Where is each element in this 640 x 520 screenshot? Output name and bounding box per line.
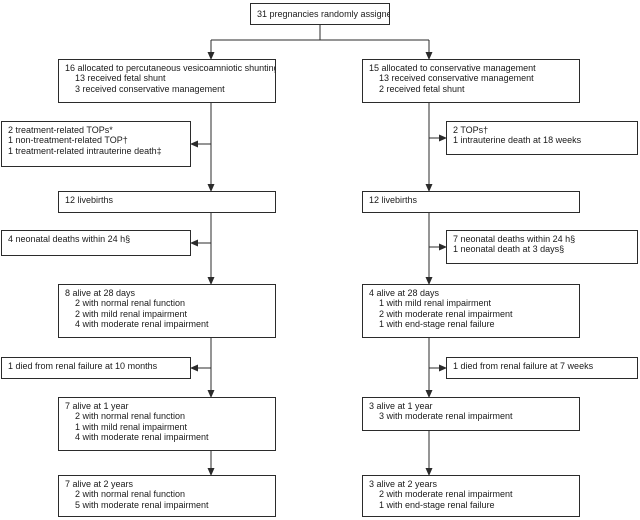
left-year1-line-1: 2 with normal renal function bbox=[75, 411, 186, 422]
left-allocation-line-1: 13 received fetal shunt bbox=[75, 73, 166, 84]
left-exclusion-1-line-3: 1 treatment-related intrauterine death‡ bbox=[8, 145, 162, 156]
right-allocation-line-1: 13 received conservative management bbox=[379, 73, 534, 84]
left-exclusion-1-line-1: 2 treatment-related TOPs* bbox=[8, 125, 113, 135]
right-year2-box: 3 alive at 2 years 2 with moderate renal… bbox=[362, 475, 580, 517]
left-year1-box: 7 alive at 1 year 2 with normal renal fu… bbox=[58, 397, 276, 451]
left-year2-title: 7 alive at 2 years bbox=[65, 479, 134, 489]
right-livebirths-title: 12 livebirths bbox=[369, 195, 418, 205]
left-exclusion-1-box: 2 treatment-related TOPs* 1 non-treatmen… bbox=[1, 121, 191, 167]
right-exclusion-3-line-1: 1 died from renal failure at 7 weeks bbox=[453, 361, 594, 371]
right-day28-title: 4 alive at 28 days bbox=[369, 288, 440, 298]
right-day28-box: 4 alive at 28 days 1 with mild renal imp… bbox=[362, 284, 580, 338]
left-allocation-line-2: 3 received conservative management bbox=[75, 83, 225, 94]
left-exclusion-2-box: 4 neonatal deaths within 24 h§ bbox=[1, 230, 191, 256]
left-day28-line-2: 2 with mild renal impairment bbox=[75, 308, 188, 319]
left-year2-line-2: 5 with moderate renal impairment bbox=[75, 499, 209, 510]
right-day28-line-3: 1 with end-stage renal failure bbox=[379, 319, 495, 330]
left-exclusion-1-line-2: 1 non-treatment-related TOP† bbox=[8, 135, 128, 146]
right-exclusion-3-box: 1 died from renal failure at 7 weeks bbox=[446, 357, 638, 379]
right-livebirths-box: 12 livebirths bbox=[362, 191, 580, 213]
right-day28-line-1: 1 with mild renal impairment bbox=[379, 298, 492, 309]
left-year1-line-3: 4 with moderate renal impairment bbox=[75, 432, 209, 443]
left-exclusion-3-box: 1 died from renal failure at 10 months bbox=[1, 357, 191, 379]
root-box: 31 pregnancies randomly assigned bbox=[250, 3, 390, 25]
left-allocation-box: 16 allocated to percutaneous vesicoamnio… bbox=[58, 59, 276, 103]
left-exclusion-3-line-1: 1 died from renal failure at 10 months bbox=[8, 361, 158, 371]
root-text: 31 pregnancies randomly assigned bbox=[257, 9, 390, 19]
right-day28-line-2: 2 with moderate renal impairment bbox=[379, 308, 513, 319]
right-year2-title: 3 alive at 2 years bbox=[369, 479, 438, 489]
right-exclusion-1-line-1: 2 TOPs† bbox=[453, 125, 489, 135]
left-exclusion-2-line-1: 4 neonatal deaths within 24 h§ bbox=[8, 234, 131, 244]
left-day28-line-1: 2 with normal renal function bbox=[75, 298, 186, 309]
left-allocation-title: 16 allocated to percutaneous vesicoamnio… bbox=[65, 63, 276, 73]
right-exclusion-2-box: 7 neonatal deaths within 24 h§ 1 neonata… bbox=[446, 230, 638, 264]
left-day28-title: 8 alive at 28 days bbox=[65, 288, 136, 298]
right-year1-box: 3 alive at 1 year 3 with moderate renal … bbox=[362, 397, 580, 431]
left-year1-line-2: 1 with mild renal impairment bbox=[75, 421, 188, 432]
left-year2-box: 7 alive at 2 years 2 with normal renal f… bbox=[58, 475, 276, 517]
right-allocation-title: 15 allocated to conservative management bbox=[369, 63, 536, 73]
right-year1-line-1: 3 with moderate renal impairment bbox=[379, 411, 513, 422]
left-day28-line-3: 4 with moderate renal impairment bbox=[75, 319, 209, 330]
right-exclusion-1-line-2: 1 intrauterine death at 18 weeks bbox=[453, 135, 582, 146]
right-year1-title: 3 alive at 1 year bbox=[369, 401, 433, 411]
left-livebirths-title: 12 livebirths bbox=[65, 195, 114, 205]
left-day28-box: 8 alive at 28 days 2 with normal renal f… bbox=[58, 284, 276, 338]
right-year2-line-2: 1 with end-stage renal failure bbox=[379, 499, 495, 510]
left-livebirths-box: 12 livebirths bbox=[58, 191, 276, 213]
right-exclusion-1-box: 2 TOPs† 1 intrauterine death at 18 weeks bbox=[446, 121, 638, 155]
left-year1-title: 7 alive at 1 year bbox=[65, 401, 129, 411]
right-exclusion-2-line-1: 7 neonatal deaths within 24 h§ bbox=[453, 234, 576, 244]
right-exclusion-2-line-2: 1 neonatal death at 3 days§ bbox=[453, 244, 565, 255]
right-year2-line-1: 2 with moderate renal impairment bbox=[379, 489, 513, 500]
left-year2-line-1: 2 with normal renal function bbox=[75, 489, 186, 500]
right-allocation-line-2: 2 received fetal shunt bbox=[379, 83, 465, 94]
right-allocation-box: 15 allocated to conservative management … bbox=[362, 59, 580, 103]
